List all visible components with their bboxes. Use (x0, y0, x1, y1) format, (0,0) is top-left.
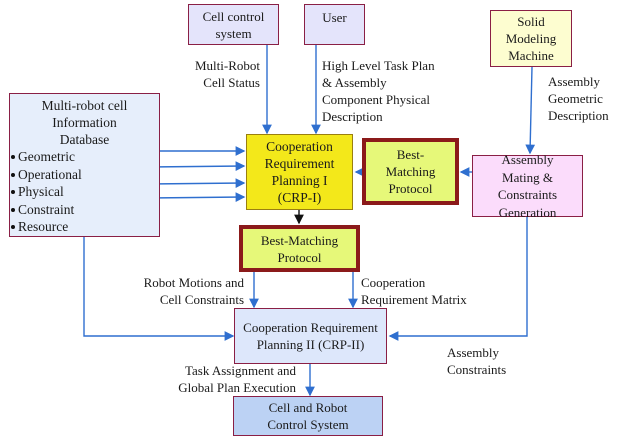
arrow-solid-to-assembly (525, 66, 536, 155)
edge-label-robot-motions: Robot Motions and Cell Constraints (143, 275, 244, 307)
arrow-db-physical (147, 161, 246, 171)
database-item: Resource (10, 218, 159, 236)
arrow-db-to-crp2 (83, 237, 235, 341)
node-label: Cooperation Requirement Planning I (CRP-… (264, 139, 335, 205)
solid-modeling-machine-node: Solid Modeling Machine (490, 10, 572, 67)
node-label: Assembly Mating & Constraints Generation (497, 152, 558, 220)
crp1-node: Cooperation Requirement Planning I (CRP-… (246, 134, 353, 210)
database-item: Physical (10, 183, 159, 201)
information-database-node: Multi-robot cell Information Database Ge… (9, 93, 160, 237)
edge-label-task-assignment: Task Assignment and Global Plan Executio… (178, 363, 296, 395)
edge-label-cooperation-matrix: Cooperation Requirement Matrix (361, 275, 467, 307)
edge-label-assembly-constraints: Assembly Constraints (447, 345, 507, 377)
database-item: Geometric (10, 148, 159, 166)
node-label: Cell control system (202, 8, 265, 41)
node-label: Cell and Robot Control System (267, 400, 349, 432)
node-label: Solid Modeling Machine (505, 14, 557, 63)
best-matching-protocol-right-node: Best-Matching Protocol (362, 138, 459, 205)
database-item: Operational (10, 166, 159, 184)
edge-label-assembly-geometric: Assembly Geometric Description (548, 74, 609, 123)
arrow-db-constraint (147, 178, 246, 188)
node-label: User (322, 10, 347, 25)
assembly-mating-node: Assembly Mating & Constraints Generation (472, 152, 583, 220)
edge-label-high-level-task: High Level Task Plan & Assembly Componen… (322, 58, 435, 124)
database-item-list: Geometric Operational Physical Constrain… (10, 148, 159, 236)
node-label: Best-Matching Protocol (260, 232, 339, 265)
cell-control-system-node: Cell control system (188, 4, 279, 45)
arrow-db-resource (147, 192, 246, 202)
database-item: Constraint (10, 201, 159, 219)
database-title: Multi-robot cell Information Database (41, 98, 128, 147)
edge-label-cell-status: Multi-Robot Cell Status (194, 58, 260, 90)
crp2-node: Cooperation Requirement Planning II (CRP… (234, 308, 387, 364)
best-matching-protocol-center-node: Best-Matching Protocol (239, 225, 360, 272)
node-label: Cooperation Requirement Planning II (CRP… (243, 320, 378, 352)
arrow-assembly-to-crp2 (388, 208, 532, 341)
node-label: Best-Matching Protocol (385, 147, 436, 196)
cell-robot-control-system-node: Cell and Robot Control System (233, 396, 383, 436)
user-node: User (304, 4, 365, 45)
